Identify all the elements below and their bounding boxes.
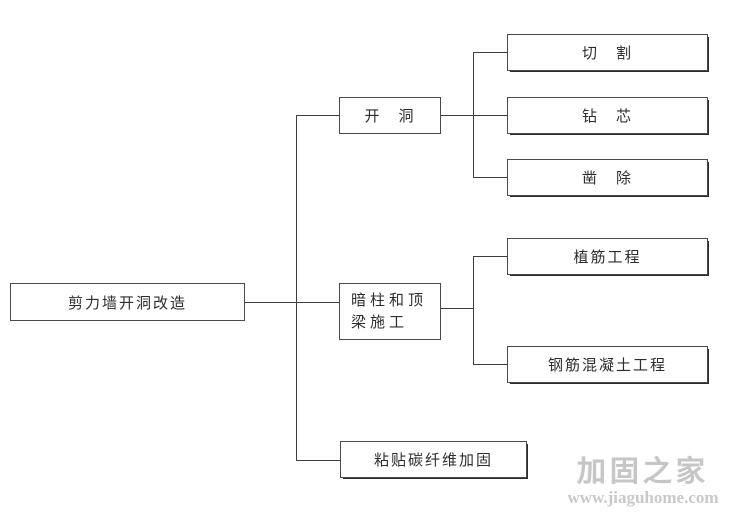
- connector-kaidong-horizontal: [296, 115, 339, 116]
- connector-trunk-vertical: [296, 115, 297, 461]
- node-root: 剪力墙开洞改造: [10, 283, 245, 321]
- connector-zaochu-branch: [473, 177, 507, 178]
- node-qiege-label: 切 割: [581, 46, 633, 62]
- connector-group2-stub: [441, 308, 473, 309]
- watermark-url-text: www.jiaguhome.com: [567, 488, 719, 507]
- node-zaochu: 凿 除: [507, 159, 708, 196]
- node-kaidong: 开 洞: [339, 97, 441, 134]
- node-gangjin-label: 钢筋混凝土工程: [547, 358, 667, 374]
- node-zuanxin: 钻 芯: [507, 97, 708, 134]
- node-tanxianwei: 粘贴碳纤维加固: [340, 441, 527, 478]
- node-gangjin: 钢筋混凝土工程: [507, 346, 708, 383]
- watermark: 加固之家 www.jiaguhome.com: [552, 456, 734, 507]
- connector-gangjin-branch: [473, 364, 507, 365]
- node-tanxianwei-label: 粘贴碳纤维加固: [373, 453, 493, 469]
- connector-qiege-branch: [473, 52, 507, 53]
- connector-group1-stub: [441, 115, 473, 116]
- connector-root-horizontal: [245, 302, 339, 303]
- connector-zuanxin-branch: [473, 115, 507, 116]
- connector-zhijin-branch: [473, 256, 507, 257]
- node-anzhu: 暗柱和顶梁施工: [339, 283, 441, 340]
- node-kaidong-label: 开 洞: [364, 109, 416, 125]
- node-anzhu-label: 暗柱和顶梁施工: [351, 293, 428, 331]
- node-zhijin: 植筋工程: [507, 238, 708, 275]
- node-zaochu-label: 凿 除: [581, 171, 633, 187]
- connector-tanxianwei-horizontal: [296, 460, 340, 461]
- node-zuanxin-label: 钻 芯: [581, 109, 633, 125]
- node-zhijin-label: 植筋工程: [573, 250, 642, 266]
- watermark-brand-text: 加固之家: [576, 456, 709, 488]
- connector-group2-vertical: [473, 256, 474, 365]
- node-qiege: 切 割: [507, 34, 708, 71]
- node-root-label: 剪力墙开洞改造: [67, 295, 187, 312]
